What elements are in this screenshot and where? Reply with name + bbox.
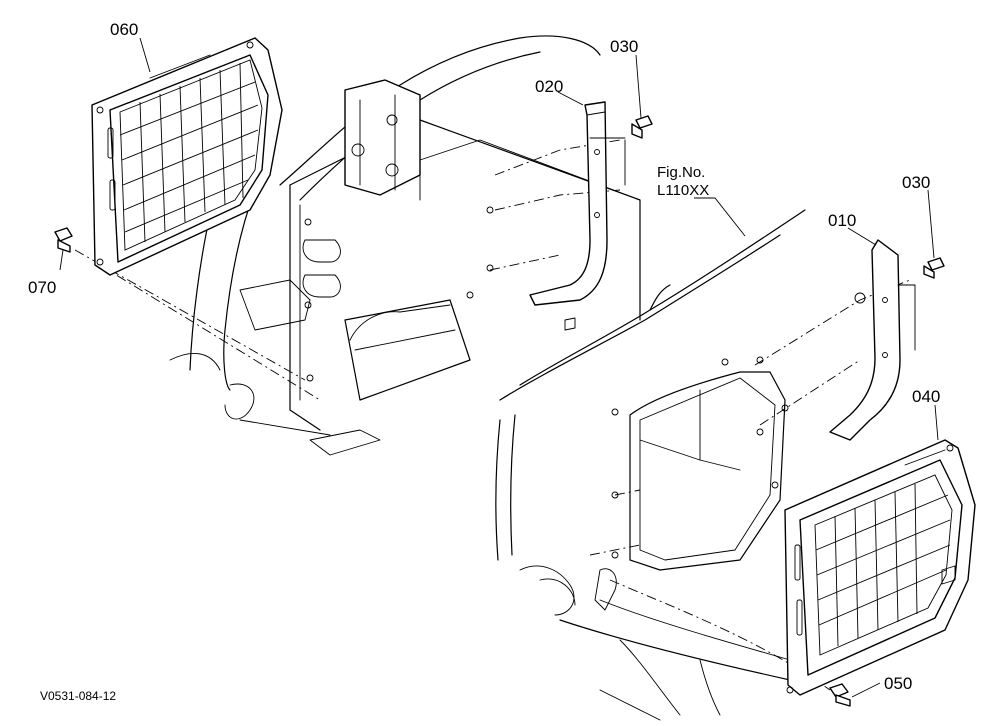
bolt-050: [829, 683, 851, 707]
callout-040: 040: [912, 387, 940, 406]
bolt-030-a: [631, 115, 653, 139]
grille-040: [784, 439, 976, 696]
bolt-070: [54, 227, 73, 253]
leader-lines: [59, 37, 939, 698]
bolt-030-b: [923, 257, 945, 279]
callout-010: 010: [828, 211, 856, 230]
callout-030-top: 030: [610, 37, 638, 56]
bracket-010: [829, 239, 916, 441]
grille-060: [91, 37, 283, 276]
callout-030-right: 030: [902, 173, 930, 192]
callout-060: 060: [110, 20, 138, 39]
drawing-code: V0531-084-12: [40, 689, 116, 703]
body-bolts: [304, 206, 789, 559]
fig-no-label: Fig.No.: [657, 164, 705, 181]
callout-070: 070: [28, 278, 56, 297]
callout-020: 020: [535, 77, 563, 96]
callout-050: 050: [884, 674, 912, 693]
fig-no-value: L110XX: [657, 182, 709, 199]
machine-body: [169, 35, 806, 721]
bracket-020: [529, 101, 626, 331]
